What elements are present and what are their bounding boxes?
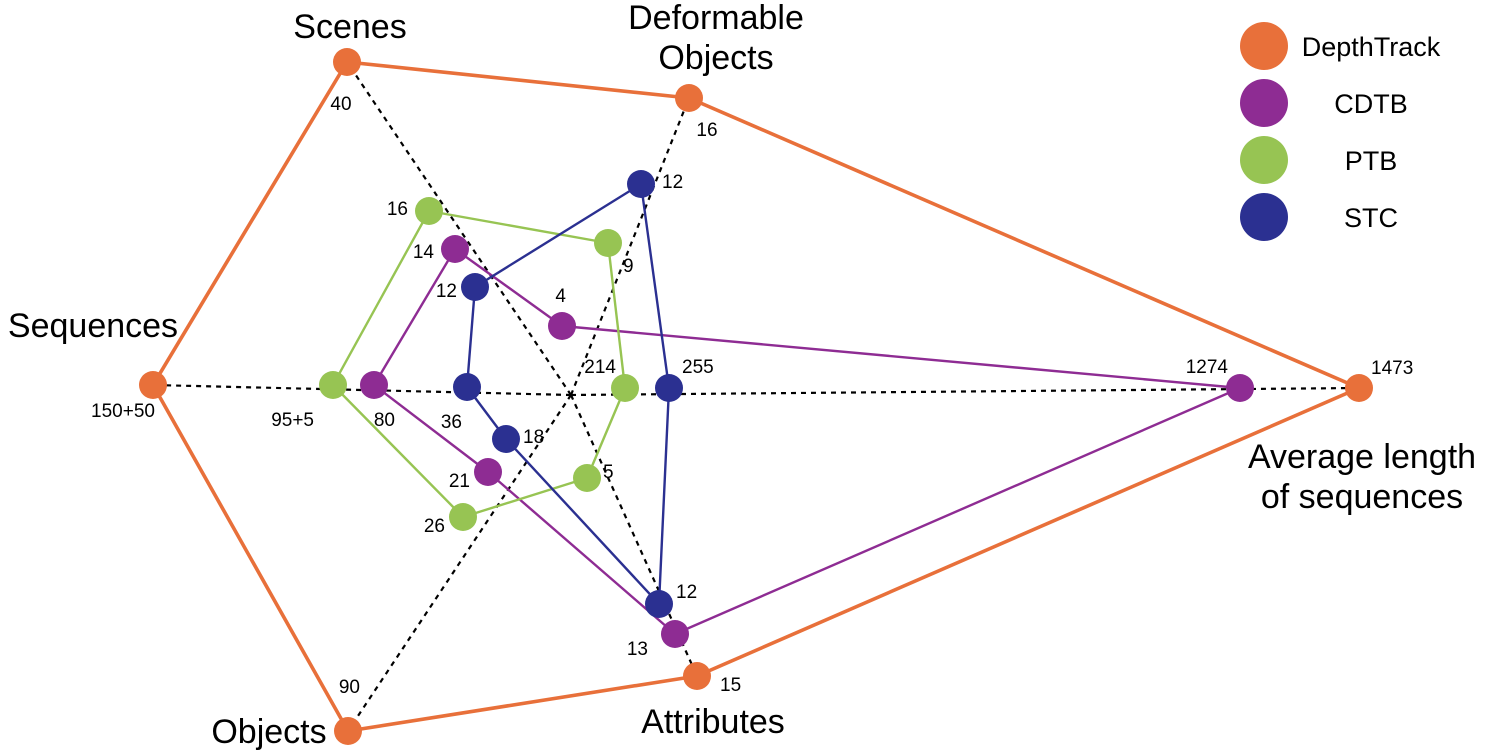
axis-line-deformable-objects	[569, 97, 691, 396]
point-cdtb-attributes	[661, 620, 689, 648]
legend-swatch-depthtrack	[1240, 22, 1288, 70]
legend-label-stc: STC	[1344, 203, 1398, 233]
value-label-ptb-scenes: 16	[387, 199, 408, 220]
point-ptb-average-length-of-sequences	[611, 374, 639, 402]
axis-title-sequences: Sequences	[8, 307, 178, 345]
point-depthtrack-objects	[334, 717, 362, 745]
axis-title-scenes: Scenes	[293, 8, 406, 46]
legend-swatch-stc	[1240, 193, 1288, 241]
value-label-cdtb-scenes: 14	[413, 242, 435, 263]
legend-swatch-ptb	[1240, 136, 1288, 184]
point-cdtb-deformable-objects	[548, 312, 576, 340]
value-label-stc-scenes: 12	[436, 281, 457, 302]
point-ptb-deformable-objects	[594, 229, 622, 257]
value-label-stc-sequences: 36	[441, 412, 462, 433]
axis-title-objects: Objects	[211, 713, 326, 751]
axis-line-average-length-of-sequences	[570, 386, 1360, 397]
point-ptb-objects	[449, 503, 477, 531]
point-depthtrack-average-length-of-sequences	[1345, 374, 1373, 402]
point-ptb-sequences	[319, 371, 347, 399]
value-label-stc-average-length-of-sequences: 255	[682, 357, 714, 378]
value-label-ptb-sequences: 95+5	[271, 410, 314, 431]
value-label-depthtrack-attributes: 15	[720, 675, 741, 696]
legend-label-cdtb: CDTB	[1334, 89, 1408, 119]
value-label-stc-objects: 18	[523, 427, 544, 448]
value-label-ptb-attributes: 5	[603, 462, 614, 483]
point-ptb-attributes	[573, 464, 601, 492]
point-ptb-scenes	[415, 197, 443, 225]
value-label-cdtb-sequences: 80	[374, 410, 395, 431]
point-cdtb-scenes	[441, 235, 469, 263]
value-label-stc-attributes: 12	[676, 582, 697, 603]
value-label-cdtb-average-length-of-sequences: 1274	[1186, 357, 1229, 378]
axis-line-objects	[347, 394, 572, 732]
point-stc-average-length-of-sequences	[655, 374, 683, 402]
axis-line-attributes	[569, 394, 699, 677]
legend-label-depthtrack: DepthTrack	[1302, 32, 1441, 62]
value-label-ptb-average-length-of-sequences: 214	[584, 357, 616, 378]
legend-label-ptb: PTB	[1345, 146, 1398, 176]
point-depthtrack-sequences	[139, 371, 167, 399]
value-label-ptb-objects: 26	[424, 516, 445, 537]
point-depthtrack-attributes	[683, 662, 711, 690]
value-label-depthtrack-average-length-of-sequences: 1473	[1371, 358, 1413, 379]
point-cdtb-average-length-of-sequences	[1226, 374, 1254, 402]
value-label-cdtb-objects: 21	[449, 471, 470, 492]
legend-swatch-cdtb	[1240, 79, 1288, 127]
axis-line-scenes	[346, 61, 572, 396]
value-label-depthtrack-deformable-objects: 16	[696, 120, 717, 141]
value-label-ptb-deformable-objects: 9	[623, 256, 634, 277]
point-stc-objects	[492, 425, 520, 453]
series-points	[139, 48, 1373, 745]
axis-title-attributes: Attributes	[641, 703, 785, 741]
point-stc-attributes	[645, 590, 673, 618]
point-depthtrack-scenes	[333, 48, 361, 76]
axis-lines	[152, 61, 1360, 732]
value-label-depthtrack-scenes: 40	[330, 94, 351, 115]
value-label-cdtb-attributes: 13	[627, 639, 648, 660]
point-cdtb-objects	[474, 458, 502, 486]
value-label-cdtb-deformable-objects: 4	[555, 286, 566, 307]
point-stc-scenes	[461, 273, 489, 301]
point-depthtrack-deformable-objects	[675, 84, 703, 112]
point-stc-deformable-objects	[627, 170, 655, 198]
value-label-stc-deformable-objects: 12	[662, 172, 683, 193]
value-labels: 150+50 40 16 1473 15 90 80 14 4 1274 13 21 95+5 16 9 21…	[91, 94, 1413, 698]
point-cdtb-sequences	[360, 371, 388, 399]
value-label-depthtrack-objects: 90	[339, 677, 360, 698]
point-stc-sequences	[453, 373, 481, 401]
value-label-depthtrack-sequences: 150+50	[91, 401, 155, 422]
